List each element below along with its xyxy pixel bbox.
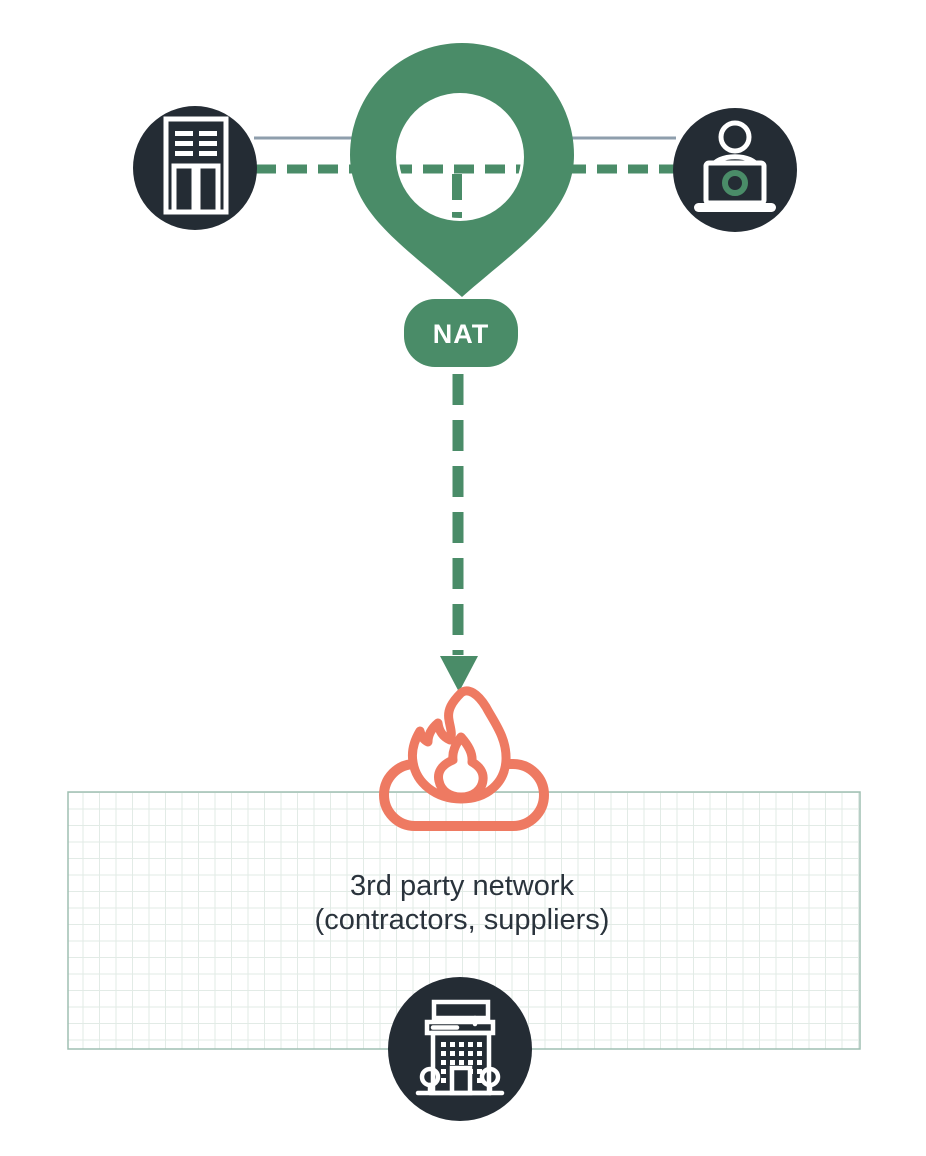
office-building-node xyxy=(133,106,257,230)
laptop-logo-ring xyxy=(722,170,748,196)
office-building-icon xyxy=(163,116,229,215)
company-building-icon xyxy=(415,999,505,1096)
flame-firewall-icon xyxy=(379,686,549,831)
partner-company-node xyxy=(388,977,532,1121)
nat-label: NAT xyxy=(433,319,490,349)
zone-title-line2: (contractors, suppliers) xyxy=(315,904,610,936)
nat-gateway-node: NAT xyxy=(349,42,574,367)
firewall-node xyxy=(379,686,549,831)
remote-user-node xyxy=(673,108,797,232)
nat-to-firewall-arrow xyxy=(440,374,478,692)
arrowhead-icon xyxy=(440,656,478,692)
person-laptop-icon xyxy=(694,120,776,212)
zone-title-line1: 3rd party network xyxy=(350,870,575,902)
partner-company-circle xyxy=(388,977,532,1121)
pin-inner-dashed-junction xyxy=(399,164,521,218)
pin-inner-circle xyxy=(396,93,524,221)
map-pin-icon xyxy=(349,42,574,298)
nat-badge: NAT xyxy=(404,299,518,367)
